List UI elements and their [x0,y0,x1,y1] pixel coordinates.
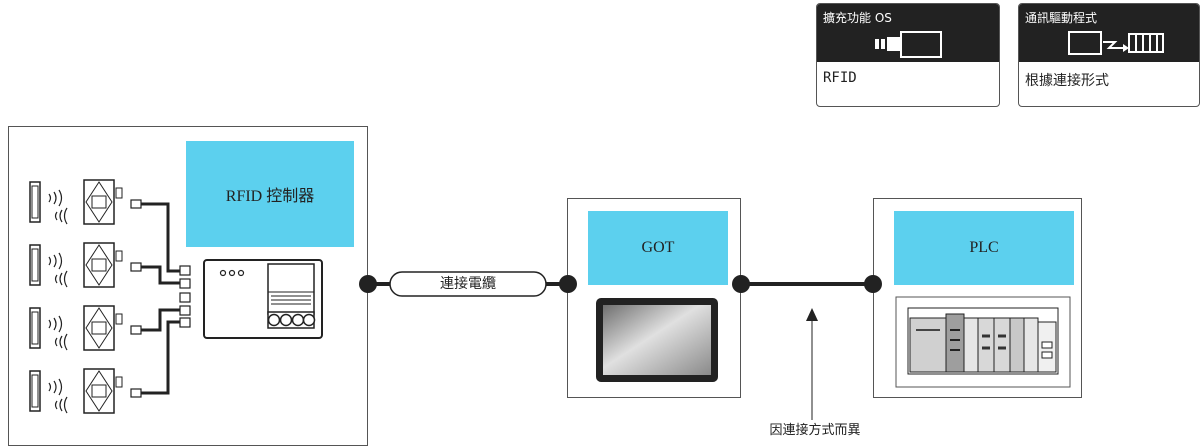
rfid-controller-label: RFID 控制器 [186,141,354,247]
rfid-antenna-group [29,179,142,414]
rfid-antenna-1 [29,179,142,225]
extension-os-icon [875,31,942,58]
cable-label: 連接電纜 [440,276,496,292]
driver-value: 根據連接形式 [1025,73,1109,89]
driver-card-header: 通訊驅動程式 [1019,4,1199,62]
rfid-antenna-3 [29,305,142,351]
driver-icon [1068,31,1164,55]
driver-card: 通訊驅動程式 根據連接形式 [1018,3,1200,107]
plc-label: PLC [894,211,1074,285]
driver-title: 通訊驅動程式 [1025,11,1098,25]
plc-device [895,296,1071,388]
got-plc-link [732,275,882,420]
controller-ports [179,265,191,328]
extension-os-card: 擴充功能 OS RFID [816,3,1000,107]
antenna-cables [141,202,180,395]
rfid-antenna-4 [29,368,142,414]
connection-note: 因連接方式而異 [769,423,861,438]
connection-cable [359,271,577,297]
extension-os-value: RFID [823,70,857,86]
got-device [596,298,718,382]
got-label: GOT [588,211,728,285]
rfid-controller-unit [203,259,323,339]
extension-os-title: 擴充功能 OS [823,11,892,25]
extension-os-card-header: 擴充功能 OS [817,4,999,62]
rfid-antenna-2 [29,242,142,288]
